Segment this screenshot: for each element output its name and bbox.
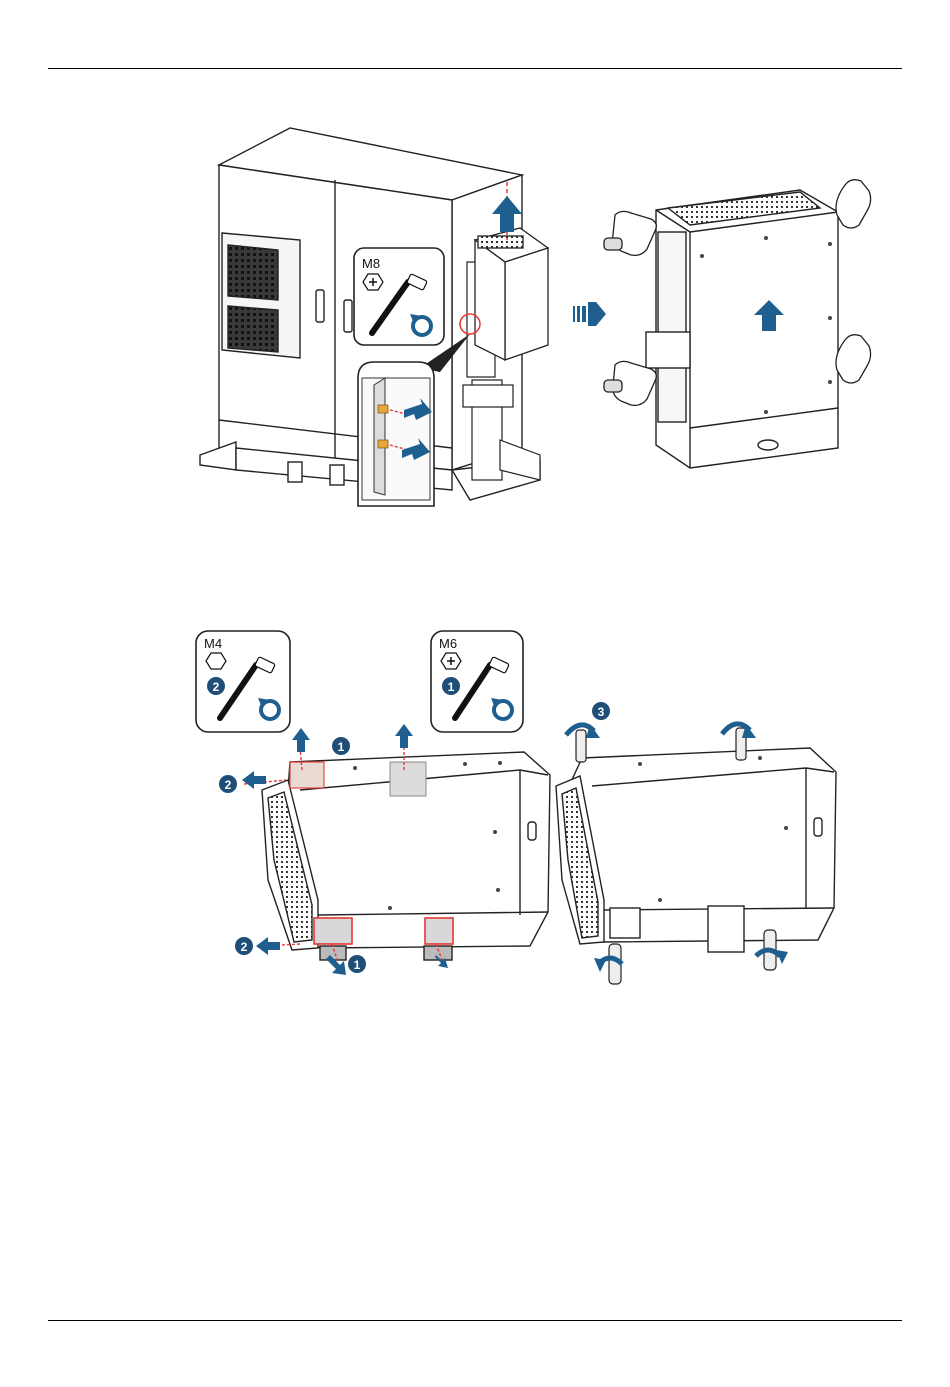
step-marker-label: 2 — [213, 680, 220, 694]
bolt-size-label: M4 — [204, 636, 222, 651]
step-marker-label: 3 — [598, 705, 605, 719]
bolt-size-label: M6 — [439, 636, 457, 651]
step-marker: 2 — [235, 937, 253, 955]
figure-1-cabinet-removal: M8 — [200, 128, 871, 506]
gloved-hand-icon — [836, 335, 871, 383]
step-marker-label: 1 — [338, 740, 345, 754]
transition-arrow-icon — [573, 302, 606, 326]
step-marker: 1 — [332, 737, 350, 755]
remove-arrow-icon — [242, 771, 266, 789]
inverter-with-brackets — [262, 752, 550, 960]
figure-2-bracket-removal: M4 2 M6 1 — [196, 631, 836, 984]
step-marker-label: 1 — [448, 680, 455, 694]
step-marker-label: 1 — [354, 958, 361, 972]
step-marker: 1 — [348, 955, 366, 973]
gloved-hand-icon — [604, 211, 656, 255]
remove-arrow-icon — [256, 937, 280, 955]
step-marker-label: 2 — [241, 940, 248, 954]
inverter-on-cabinet — [475, 228, 548, 360]
inverter-with-eye-bolts — [556, 748, 836, 952]
inverter-lifted — [646, 190, 838, 468]
gloved-hand-icon — [604, 361, 656, 405]
tool-callout-m4: M4 2 — [196, 631, 290, 732]
gloved-hand-icon — [836, 180, 871, 228]
tool-callout-m8: M8 — [354, 248, 444, 345]
step-marker: 3 — [592, 702, 610, 720]
hex-bolt-icon — [206, 653, 226, 669]
zoom-detail-box — [358, 362, 434, 506]
step-marker: 2 — [219, 775, 237, 793]
remove-arrow-icon — [395, 724, 413, 748]
step-marker-label: 2 — [225, 778, 232, 792]
tool-callout-m6: M6 1 — [431, 631, 523, 732]
remove-arrow-icon — [292, 728, 310, 752]
bolt-size-label: M8 — [362, 256, 380, 271]
